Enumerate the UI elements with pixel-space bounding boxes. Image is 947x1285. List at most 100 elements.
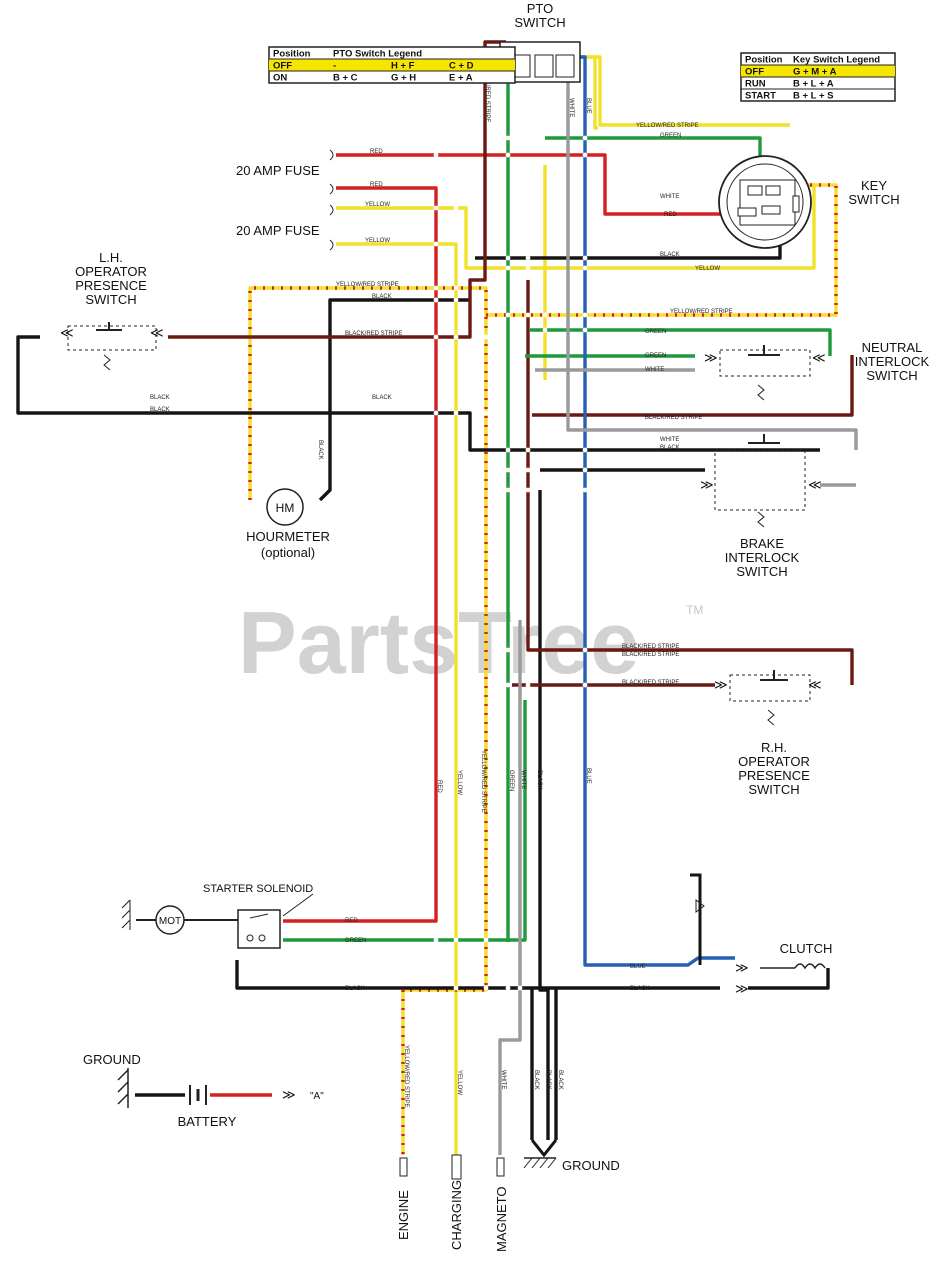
engine-label: ENGINE (396, 1190, 411, 1240)
key-legend-cell: B + L + S (793, 91, 833, 102)
wire-label-yellow-red: YELLOW/RED STRIPE (636, 123, 699, 129)
wire-label-yellow: YELLOW (695, 266, 720, 272)
ground-right: GROUND (523, 1139, 620, 1173)
starter-solenoid: STARTER SOLENOID (203, 883, 314, 949)
crossover-gap (582, 447, 588, 453)
svg-text:≪: ≪ (150, 325, 164, 340)
crossover-gap (582, 135, 588, 141)
wire-label-red: RED (436, 780, 442, 793)
pto-legend-cell: PTO Switch Legend (333, 49, 422, 60)
wire-label-yellow-red: YELLOW/RED STRIPE (403, 1045, 409, 1108)
neutral-interlock-label-line: INTERLOCK (855, 354, 930, 369)
wire-label-yellow-red: YELLOW/RED STRIPE (336, 282, 399, 288)
wire-crossovers (433, 135, 588, 991)
wire-yellow-red-lh-stripe (248, 286, 488, 1155)
crossover-gap (542, 327, 548, 333)
key-legend-cell: B + L + A (793, 79, 834, 90)
crossover-gap (505, 152, 511, 158)
crossover-gap (453, 205, 459, 211)
wire-yellow-fuse2-b (336, 242, 458, 1155)
svg-text:≫: ≫ (704, 350, 718, 365)
wire-labels: RED RED YELLOW YELLOW YELLOW/RED STRIPE … (150, 65, 733, 1108)
rh-operator-label-line: OPERATOR (738, 754, 810, 769)
battery-ref: "A" (310, 1091, 324, 1102)
crossover-gap (483, 334, 489, 340)
wire-label-yellow: YELLOW (456, 1070, 462, 1095)
crossover-gap (433, 285, 439, 291)
wire-label-white: WHITE (520, 770, 526, 789)
wire-label-green: GREEN (645, 329, 666, 335)
pto-legend-cell: OFF (273, 61, 292, 72)
crossover-gap (525, 487, 531, 493)
wire-label-black: BLACK (533, 1070, 539, 1090)
crossover-gap (525, 467, 531, 473)
crossover-gap (525, 265, 531, 271)
crossover-gap (525, 447, 531, 453)
wire-green-pto-key (506, 55, 510, 942)
wire-blue-pto-clutch (578, 55, 735, 967)
crossover-gap (582, 647, 588, 653)
key-legend-cell: START (745, 91, 776, 102)
wire-black-lh-loop (16, 335, 820, 452)
brake-interlock-label-line: BRAKE (740, 536, 784, 551)
wire-label-black: BLACK (150, 395, 170, 401)
fuse2-label: 20 AMP FUSE (236, 223, 320, 238)
svg-text:≫: ≫ (714, 677, 728, 692)
pto-legend-cell: C + D (449, 61, 474, 72)
wire-red-fuse1-key (336, 153, 738, 216)
pto-legend-cell: ON (273, 73, 287, 84)
wire-label-yellow-red: YELLOW/RED STRIPE (670, 309, 733, 315)
watermark: PartsTree (238, 593, 639, 692)
wire-label-red: RED (345, 918, 358, 924)
brake-interlock-label-line: INTERLOCK (725, 550, 800, 565)
wire-black-main (538, 700, 550, 1140)
wire-label-black: BLACK (317, 440, 323, 460)
neutral-interlock-label-line: SWITCH (866, 368, 917, 383)
wire-label-black-red: BLACK/RED STRIPE (645, 415, 702, 421)
ground-left: GROUND (83, 1052, 141, 1108)
pto-legend-cell: G + H (391, 73, 416, 84)
key-legend-cell: G + M + A (793, 67, 837, 78)
wire-label-black: BLACK (372, 294, 392, 300)
crossover-gap (525, 255, 531, 261)
wire-label-black: BLACK (345, 986, 365, 992)
wire-label-blue: BLUE (585, 768, 591, 784)
wire-red-fuse1-solenoid (283, 186, 438, 923)
connectors-bottom: ENGINE CHARGING MAGNETO (396, 1154, 509, 1253)
svg-text:≫: ≫ (735, 960, 749, 975)
neutral-interlock-switch: ≫ ≪ (704, 345, 826, 401)
wire-black-red-rh (526, 280, 854, 685)
wire-label-green: GREEN (508, 770, 514, 791)
pto-legend-cell: - (333, 61, 336, 72)
rh-operator-label-line: SWITCH (748, 782, 799, 797)
lh-operator-switch: ≪ ≪ (60, 322, 164, 371)
key-legend-cell: Position (745, 55, 783, 66)
clutch: CLUTCH ≫ ≫ (690, 873, 832, 996)
pto-legend-cell: B + C (333, 73, 358, 84)
fuse1-label: 20 AMP FUSE (236, 163, 320, 178)
crossover-gap (453, 937, 459, 943)
crossover-gap (525, 682, 531, 688)
wire-label-white: WHITE (660, 194, 679, 200)
watermark-tm: TM (686, 603, 703, 617)
wire-black-lh-hm (318, 298, 470, 502)
svg-text:≫: ≫ (282, 1087, 296, 1102)
svg-text:≫: ≫ (700, 477, 714, 492)
crossover-gap (453, 334, 459, 340)
wire-label-black: BLACK (372, 395, 392, 401)
wire-white-magneto (498, 620, 522, 1155)
crossover-gap (542, 312, 548, 318)
pto-legend-cell: E + A (449, 73, 473, 84)
key-legend-cell: Key Switch Legend (793, 55, 880, 66)
crossover-gap (433, 241, 439, 247)
crossover-gap (505, 682, 511, 688)
crossover-gap (483, 985, 489, 991)
wire-black-red-neutral (532, 355, 854, 417)
wire-label-black-red: BLACK/RED STRIPE (345, 331, 402, 337)
wire-black-red-lh (168, 40, 506, 339)
crossover-gap (582, 682, 588, 688)
key-switch-label-line: SWITCH (848, 192, 899, 207)
magneto-label: MAGNETO (494, 1187, 509, 1253)
